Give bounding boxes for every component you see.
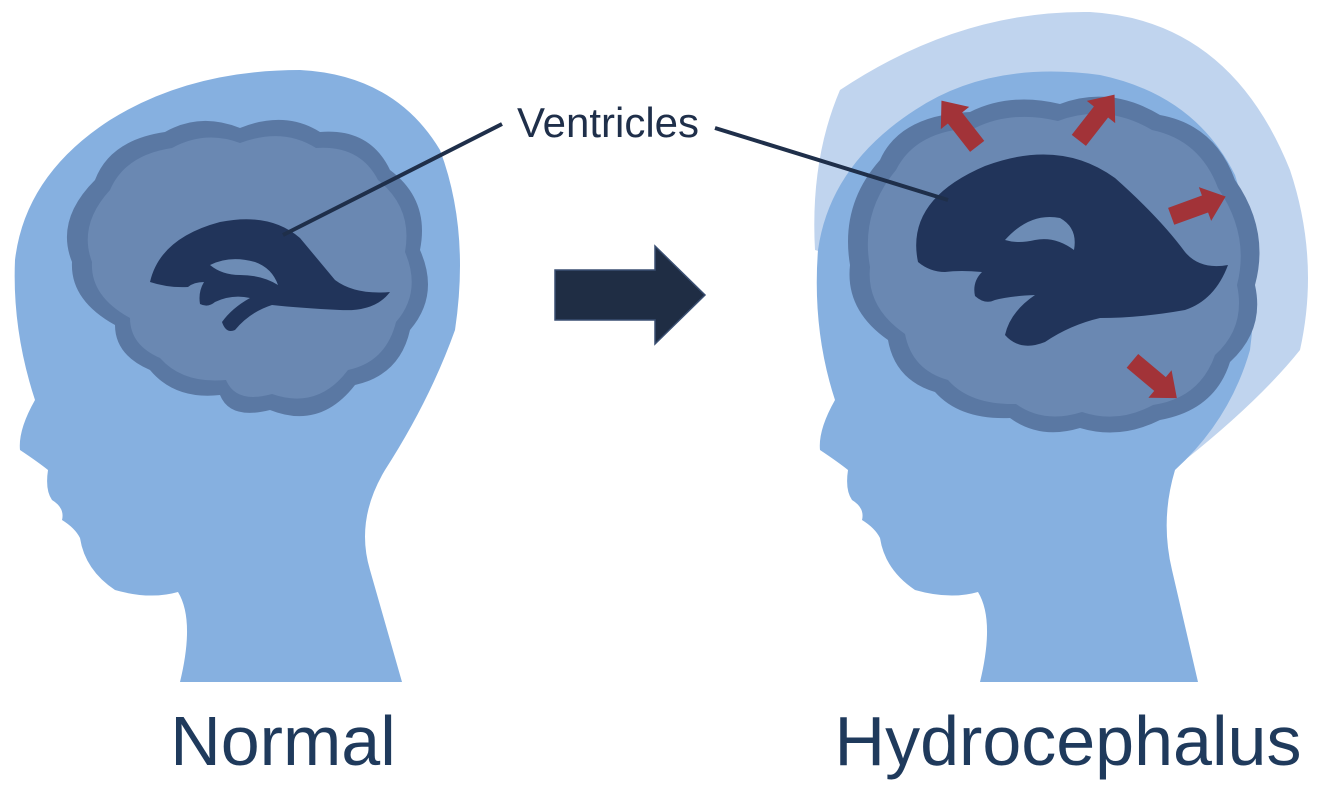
normal-head-figure [15, 70, 460, 682]
hydrocephalus-caption: Hydrocephalus [835, 702, 1302, 780]
right-arrow-icon [555, 246, 705, 344]
ventricles-label: Ventricles [517, 99, 699, 146]
hydrocephalus-head-figure [814, 12, 1308, 682]
normal-caption: Normal [170, 702, 396, 780]
